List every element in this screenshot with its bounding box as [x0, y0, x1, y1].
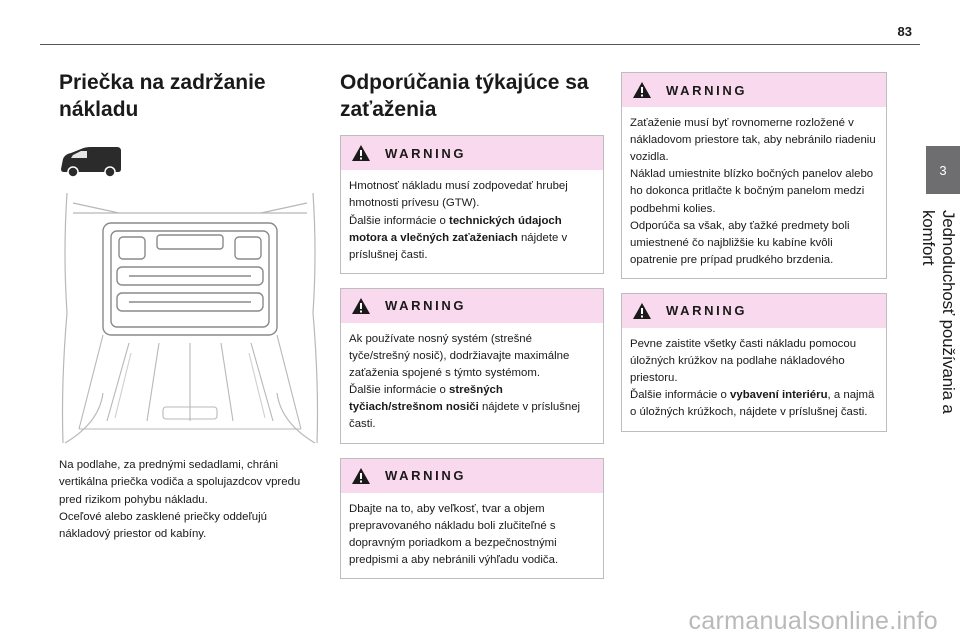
text-line: Ak používate nosný systém (strešné tyče/…: [349, 332, 570, 380]
warning-box: WARNING Dbajte na to, aby veľkosť, tvar …: [340, 457, 604, 579]
text-line: Hmotnosť nákladu musí zodpovedať hrubej …: [349, 180, 568, 210]
paragraph: Na podlahe, za prednými sedadlami, chrán…: [59, 459, 301, 506]
warning-box: WARNING Hmotnosť nákladu musí zodpovedať…: [340, 135, 604, 274]
section-heading: Odporúčania týkajúce sa zaťaženia: [340, 71, 589, 121]
warning-header: WARNING: [622, 293, 886, 328]
warning-text: Zaťaženie musí byť rovnomerne rozložené …: [622, 107, 886, 278]
chapter-tab[interactable]: 3: [926, 146, 960, 194]
warning-title: WARNING: [385, 145, 467, 161]
text-line: Ďalšie informácie o strešných tyčiach/st…: [349, 384, 581, 431]
text-line: Pevne zaistite všetky časti nákladu pomo…: [630, 337, 857, 385]
text-line: Odporúča sa však, aby ťažké predmety bol…: [630, 219, 850, 266]
van-icon: [61, 147, 121, 179]
warning-header: WARNING: [341, 458, 603, 493]
warning-box: WARNING Pevne zaistite všetky časti nákl…: [621, 292, 887, 432]
warning-title: WARNING: [666, 82, 748, 98]
warning-header: WARNING: [341, 288, 603, 323]
warning-title: WARNING: [666, 303, 748, 319]
column-cargo-partition: Priečka na zadržanie nákladu: [59, 70, 321, 543]
paragraph: Oceľové alebo zasklené priečky oddeľujú …: [59, 510, 268, 540]
warning-triangle-icon: [633, 302, 651, 319]
text-line: Ďalšie informácie o vybavení interiéru, …: [630, 389, 875, 419]
warning-text: Ak používate nosný systém (strešné tyče/…: [341, 323, 603, 443]
warning-text: Hmotnosť nákladu musí zodpovedať hrubej …: [341, 170, 603, 273]
warning-header: WARNING: [341, 136, 603, 171]
chapter-title: Jednoduchosť používania a komfort: [919, 210, 958, 414]
text-line: Zaťaženie musí byť rovnomerne rozložené …: [630, 117, 876, 164]
section-heading: Priečka na zadržanie nákladu: [59, 71, 266, 121]
warning-triangle-icon: [352, 145, 370, 162]
warning-title: WARNING: [385, 468, 467, 484]
cargo-area-illustration: [61, 193, 319, 444]
column-load-recommendations: Odporúčania týkajúce sa zaťaženia WARNIN…: [340, 70, 604, 579]
warning-triangle-icon: [633, 82, 651, 98]
text-line: Ďalšie informácie o technických údajoch …: [349, 214, 568, 261]
warning-triangle-icon: [352, 467, 370, 484]
header-rule: [40, 44, 920, 45]
warning-box: WARNING Zaťaženie musí byť rovnomerne ro…: [621, 72, 887, 279]
cross-reference: vybavení interiéru: [730, 389, 828, 402]
warning-text: Pevne zaistite všetky časti nákladu pomo…: [622, 328, 886, 431]
cross-reference: technických údajoch motora a vlečných za…: [349, 214, 562, 244]
watermark: carmanualsonline.info: [688, 607, 938, 635]
cross-reference: strešných tyčiach/strešnom nosiči: [349, 384, 503, 414]
warning-box: WARNING Ak používate nosný systém (streš…: [340, 287, 604, 444]
warning-text: Dbajte na to, aby veľkosť, tvar a objem …: [341, 493, 603, 578]
chapter-number: 3: [939, 162, 947, 178]
warning-header: WARNING: [622, 73, 886, 107]
text-line: Dbajte na to, aby veľkosť, tvar a objem …: [349, 502, 559, 566]
partition-description: Na podlahe, za prednými sedadlami, chrán…: [59, 457, 321, 543]
column-load-warnings: WARNING Zaťaženie musí byť rovnomerne ro…: [621, 58, 887, 432]
warning-triangle-icon: [352, 297, 370, 314]
page-number: 83: [897, 24, 912, 39]
warning-title: WARNING: [385, 298, 467, 314]
text-line: Náklad umiestnite blízko bočných panelov…: [630, 168, 874, 215]
